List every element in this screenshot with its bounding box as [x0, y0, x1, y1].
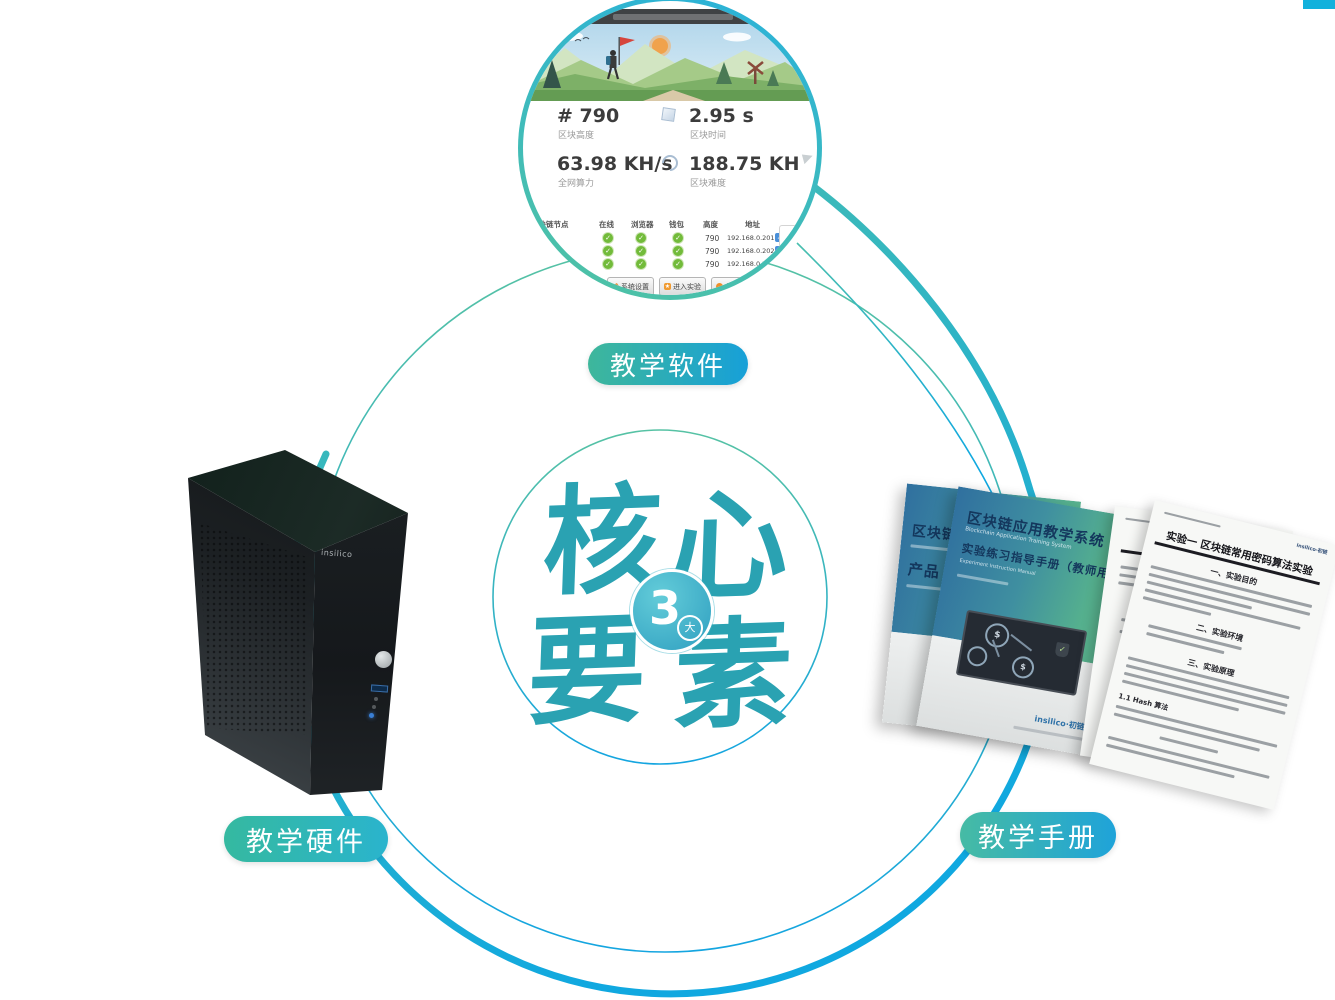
enter-experiment-button[interactable]: ★ 进入实验 [659, 277, 706, 295]
node-reset-icon [716, 283, 723, 290]
check-icon: ✓ [603, 233, 613, 243]
node-height: 790 [705, 247, 720, 256]
check-icon: ✓ [673, 259, 683, 269]
core-title-char-3: 要 [525, 599, 649, 743]
reset-dot [374, 697, 378, 701]
stat-block-time-value: 2.95 s [689, 105, 754, 127]
side-card-partial [779, 225, 817, 295]
power-button[interactable] [375, 651, 392, 668]
stat-difficulty-value: 188.75 KH [689, 153, 800, 175]
center-ring [492, 429, 828, 765]
col-online: 在线 [599, 220, 614, 229]
col-wallet: 钱包 [669, 220, 684, 229]
stat-difficulty-label: 区块难度 [690, 179, 727, 189]
badge-number: 3 [649, 581, 682, 635]
node-name: 01-3 [531, 260, 549, 269]
orange-node-icon [786, 236, 799, 249]
stat-hashrate-label: 全网算力 [558, 179, 595, 189]
coin-icon: $ [1010, 654, 1036, 681]
enter-experiment-label: 进入实验 [673, 282, 701, 291]
header-line [1164, 511, 1221, 528]
node-reset-button[interactable]: 节点重置 [711, 277, 758, 295]
stat-block-height-label: 区块高度 [558, 131, 595, 141]
text-line [1107, 735, 1270, 779]
reset-dot [372, 705, 376, 709]
check-icon: ✓ [603, 246, 613, 256]
check-icon: ✓ [636, 246, 646, 256]
cube-icon [661, 107, 676, 122]
stat-block-height-value: # 790 [557, 105, 620, 127]
badge-unit: 大 [677, 615, 703, 641]
thin-swoosh [796, 242, 1006, 521]
system-settings-button[interactable]: 系统设置 [607, 277, 654, 295]
node-reset-label: 节点重置 [725, 282, 753, 291]
label-teaching-software: 教学软件 [588, 343, 748, 385]
node-height: 790 [705, 260, 720, 269]
col-node: 区块链节点 [531, 220, 569, 229]
teaching-hardware-case: insilico [175, 445, 465, 810]
corner-accent [1303, 0, 1335, 9]
check-icon: ✓ [636, 233, 646, 243]
system-settings-label: 系统设置 [621, 282, 649, 291]
check-icon: ✓ [603, 259, 613, 269]
node-height: 790 [705, 234, 720, 243]
coin-icon [965, 644, 989, 668]
subsection-heading: 1.1 Hash 算法 [1117, 692, 1169, 713]
node-address: 192.168.0.203 [727, 260, 775, 268]
paper-plane-icon [801, 151, 815, 165]
software-magnifier-ring: # 790 区块高度 2.95 s 区块时间 63.98 KH/s 全网算力 1… [518, 0, 822, 300]
label-teaching-manual: 教学手册 [960, 812, 1116, 858]
col-height: 高度 [703, 220, 718, 229]
label-teaching-hardware: 教学硬件 [224, 816, 388, 862]
node-address: 192.168.0.202 [727, 247, 775, 255]
check-icon: ✓ [673, 246, 683, 256]
power-led [369, 713, 374, 718]
landscape-illustration [523, 24, 817, 101]
back-book-subtitle-fragment: 产品 [907, 560, 941, 582]
node-name: 01-1 [531, 234, 549, 243]
browser-titlebar [523, 9, 817, 24]
coin-icon: $ [983, 621, 1012, 650]
star-icon: ★ [664, 283, 671, 290]
stat-hashrate-value: 63.98 KH/s [557, 153, 673, 175]
col-browser: 浏览器 [631, 220, 654, 229]
three-badge: 3 大 [630, 569, 714, 653]
stat-block-time-label: 区块时间 [690, 131, 727, 141]
paper-logo: insilico·初链 [1295, 542, 1328, 557]
check-icon: ✓ [673, 233, 683, 243]
node-name: 01-2 [531, 247, 549, 256]
usb-port [370, 684, 389, 693]
dashboard-screenshot: # 790 区块高度 2.95 s 区块时间 63.98 KH/s 全网算力 1… [523, 1, 817, 295]
text-line [1115, 704, 1278, 748]
chain-link [1010, 633, 1033, 652]
col-address: 地址 [745, 220, 760, 229]
text-line [1106, 743, 1235, 778]
node-address: 192.168.0.201 [727, 234, 775, 242]
titlebar-text-smudge [613, 14, 733, 20]
brush-icon [612, 283, 619, 290]
shield-check-icon: ✓ [1054, 641, 1070, 658]
check-icon: ✓ [636, 259, 646, 269]
vent-grid [200, 523, 307, 735]
